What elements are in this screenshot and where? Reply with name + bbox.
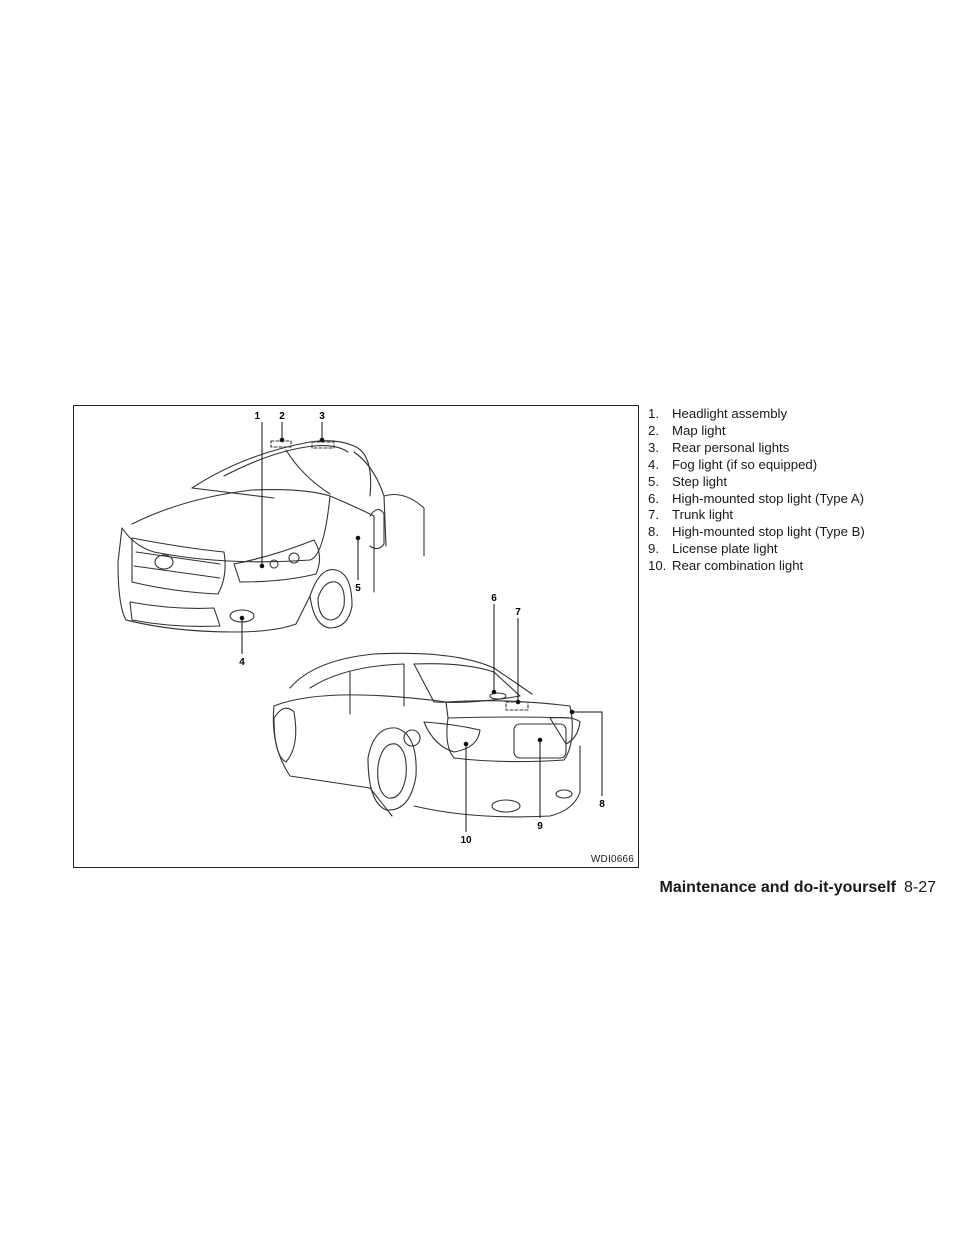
callout-10: 10: [460, 835, 472, 846]
legend-item: 10.Rear combination light: [648, 558, 804, 574]
legend-item: 6.High-mounted stop light (Type A): [648, 490, 865, 506]
legend-label: High-mounted stop light (Type A): [672, 490, 865, 506]
callout-6: 6: [491, 593, 497, 604]
legend-label: Step light: [672, 473, 727, 489]
car-illustration: 1 2 3 4 5 6 7 8 9 10: [117, 411, 605, 846]
legend-item: 7.Trunk light: [648, 507, 734, 523]
legend-label: Map light: [672, 422, 726, 438]
legend-label: High-mounted stop light (Type B): [672, 524, 865, 540]
figure-id: WDI0666: [590, 854, 634, 865]
legend-item: 9.License plate light: [648, 541, 778, 557]
legend-item: 5.Step light: [648, 473, 727, 489]
legend-item: 4.Fog light (if so equipped): [648, 456, 818, 472]
page-footer: Maintenance and do-it-yourself 8-27: [660, 879, 937, 897]
legend-label: Trunk light: [672, 507, 734, 523]
legend-label: Headlight assembly: [672, 406, 788, 421]
legend-label: License plate light: [672, 541, 778, 557]
page-number: 8-27: [903, 879, 936, 896]
callout-8: 8: [599, 799, 605, 810]
callout-1: 1: [254, 411, 260, 422]
callout-3: 3: [319, 411, 325, 422]
car-lights-figure: 1 2 3 4 5 6 7 8 9 10 WDI0666: [73, 405, 639, 868]
callout-5: 5: [355, 583, 361, 594]
callout-4: 4: [239, 657, 245, 668]
legend-item: 1.Headlight assembly: [648, 406, 788, 421]
callout-7: 7: [515, 607, 521, 618]
callout-9: 9: [537, 821, 543, 832]
legend-label: Rear combination light: [672, 558, 804, 574]
front-car-drawing: [117, 440, 425, 633]
rear-car-drawing: [272, 652, 581, 818]
legend-item: 8.High-mounted stop light (Type B): [648, 524, 865, 540]
legend-label: Fog light (if so equipped): [672, 456, 818, 472]
legend-label: Rear personal lights: [672, 439, 790, 455]
legend-item: 2.Map light: [648, 422, 726, 438]
section-title: Maintenance and do-it-yourself: [659, 879, 896, 896]
parts-legend: 1.Headlight assembly 2.Map light 3.Rear …: [648, 406, 865, 575]
callout-2: 2: [279, 411, 285, 422]
legend-item: 3.Rear personal lights: [648, 439, 790, 455]
